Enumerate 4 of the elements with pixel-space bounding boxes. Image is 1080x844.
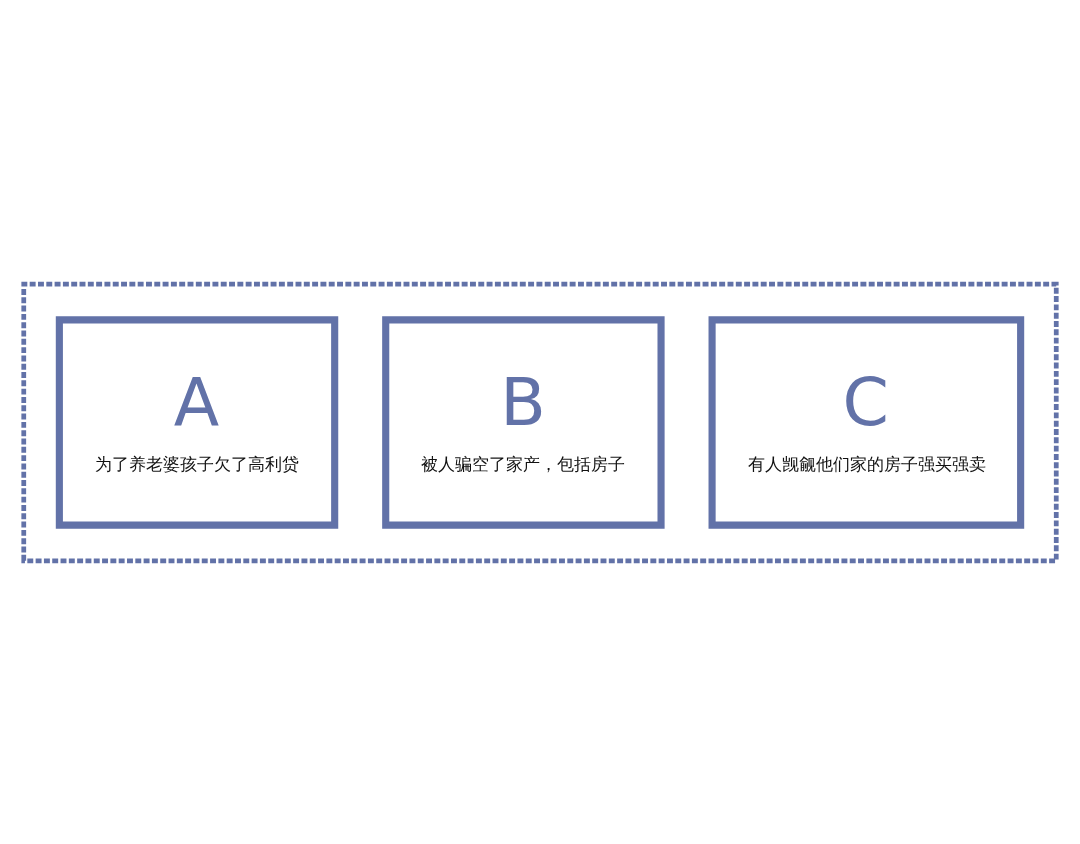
cluster bbox=[21, 281, 1059, 563]
node-box: B 被人骗空了家产，包括房子 bbox=[382, 315, 665, 529]
node-box: A 为了养老婆孩子欠了高利贷 bbox=[55, 315, 339, 529]
node-box: C 有人觊觎他们家的房子强买强卖 bbox=[708, 315, 1025, 529]
